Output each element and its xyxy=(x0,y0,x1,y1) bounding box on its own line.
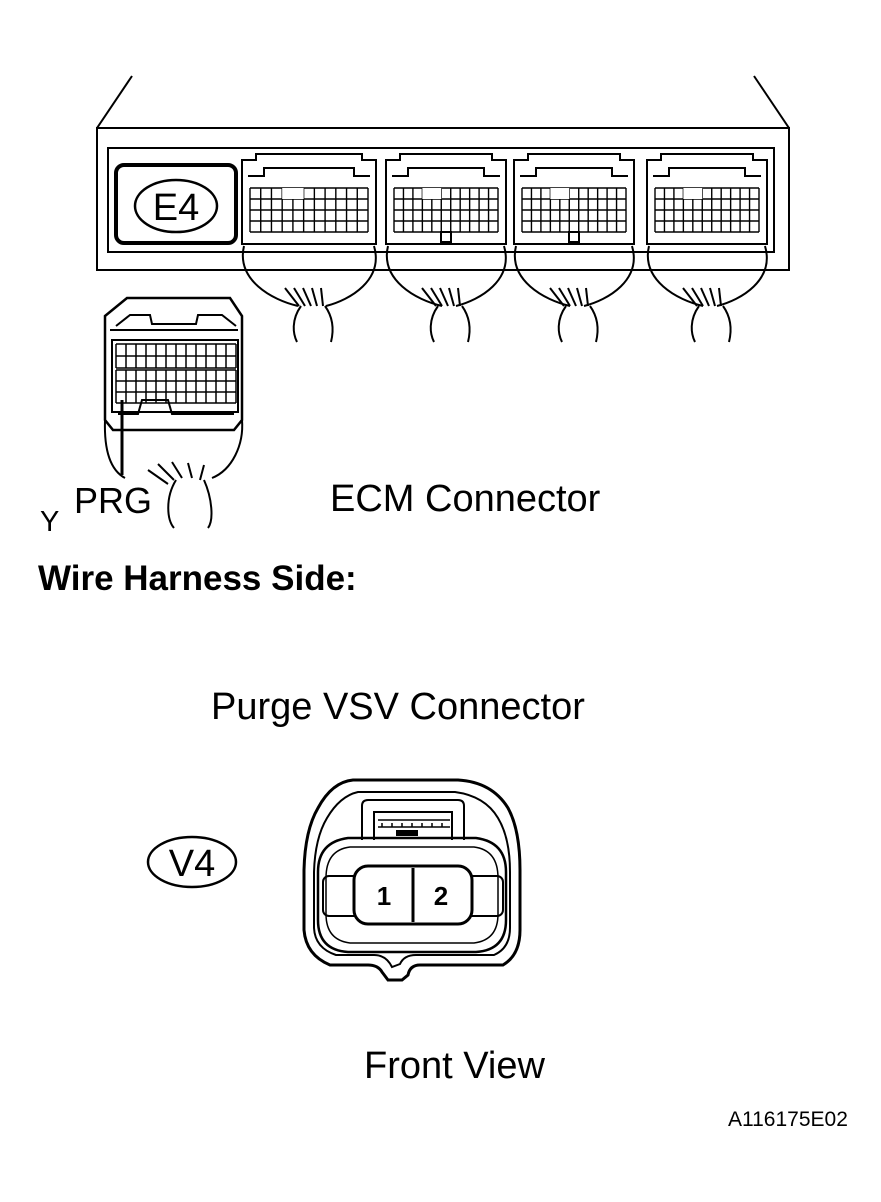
figure-code: A116175E02 xyxy=(728,1108,848,1131)
prg-terminal-label: PRG xyxy=(74,480,153,521)
vsv-connector-code: V4 xyxy=(169,843,215,885)
front-view-label: Front View xyxy=(364,1045,545,1087)
ecm-unit xyxy=(96,75,790,271)
ecm-connector-block xyxy=(513,153,635,343)
vsv-pin-2: 2 xyxy=(434,881,448,911)
ecm-connector-code-badge: E4 xyxy=(114,163,238,245)
wire-harness-side-connector xyxy=(103,296,244,529)
purge-vsv-connector-label: Purge VSV Connector xyxy=(211,686,585,728)
wire-harness-side-heading: Wire Harness Side: xyxy=(38,559,357,598)
wire-color-label: Y xyxy=(40,506,60,538)
ecm-connector-label: ECM Connector xyxy=(330,478,601,520)
vsv-pin-1: 1 xyxy=(377,881,391,911)
ecm-connector-block xyxy=(385,153,507,343)
ecm-connector-block xyxy=(646,153,768,343)
vsv-connector-code-badge: V4 xyxy=(146,835,238,889)
wire-harness-side-terminal-grid xyxy=(115,343,237,404)
ecm-connector-blocks xyxy=(241,153,768,343)
purge-vsv-connector xyxy=(302,778,522,982)
ecm-connector-block xyxy=(241,153,377,343)
ecm-connector-code: E4 xyxy=(153,187,199,229)
